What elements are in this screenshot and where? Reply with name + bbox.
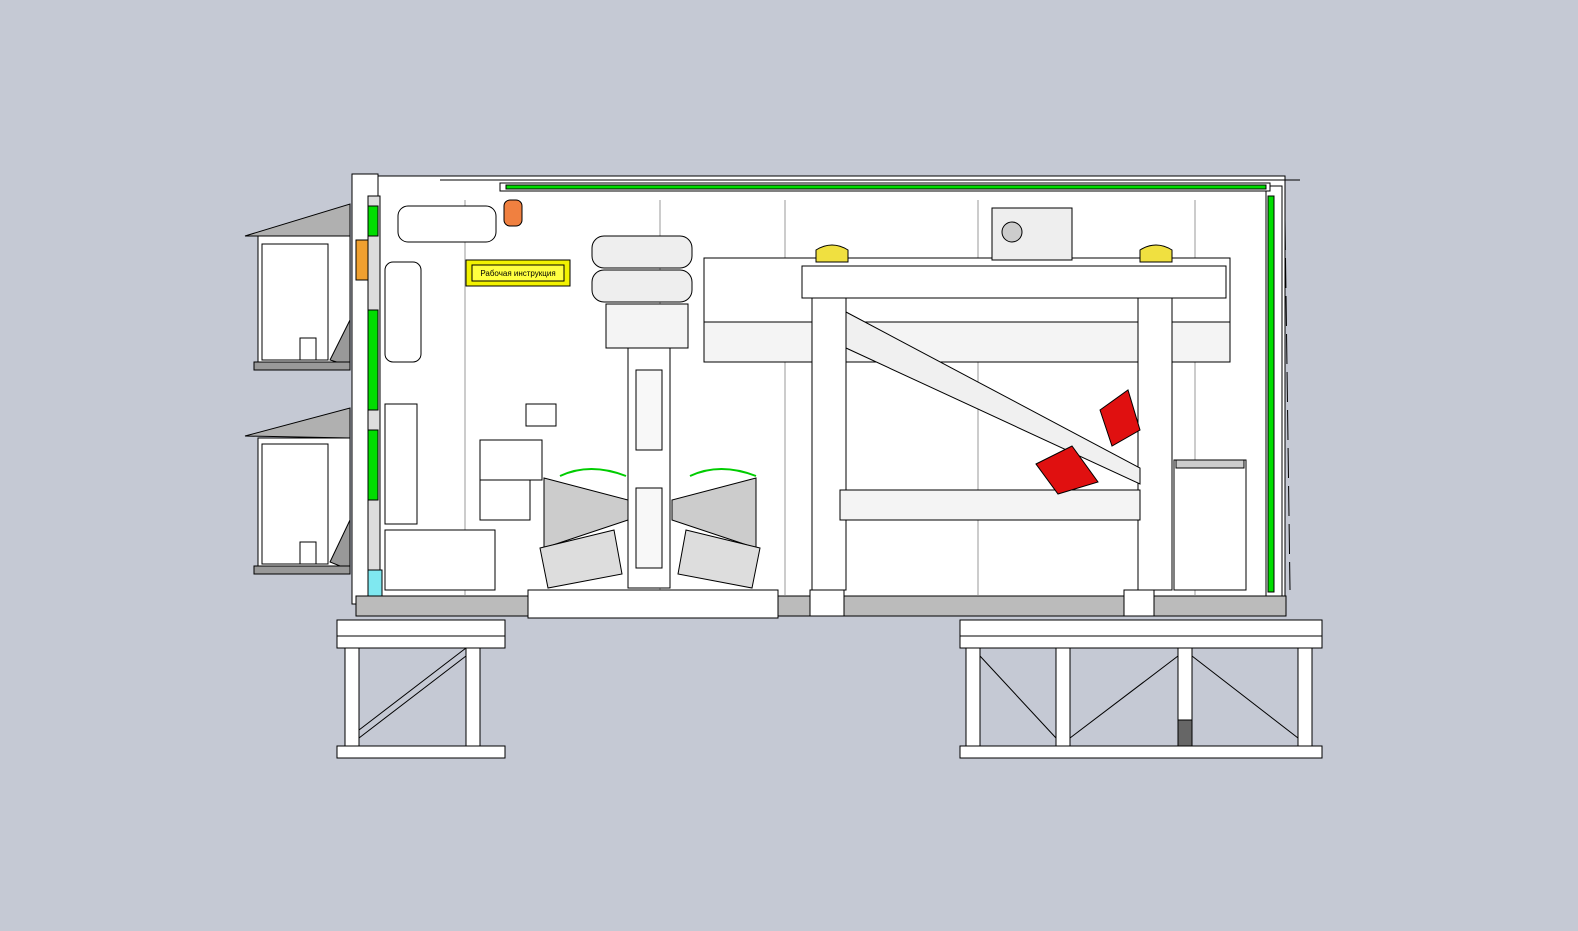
central-column xyxy=(627,347,671,589)
instruction-label-text: Рабочая инструкция xyxy=(480,269,555,278)
duct-and-cabinet xyxy=(384,199,523,591)
left-hopper-upper xyxy=(244,203,351,371)
left-hopper-lower xyxy=(244,407,351,575)
sorter-chutes xyxy=(479,403,779,619)
left-support-frame xyxy=(336,619,506,759)
collection-bin xyxy=(1173,459,1247,591)
right-support-frame xyxy=(959,619,1323,759)
drive-unit xyxy=(991,207,1073,261)
vibrator-motors xyxy=(1035,389,1141,495)
vibrating-screen-frame xyxy=(703,244,1231,617)
air-tanks xyxy=(591,235,693,349)
instruction-label-plate: Рабочая инструкция xyxy=(465,259,571,287)
